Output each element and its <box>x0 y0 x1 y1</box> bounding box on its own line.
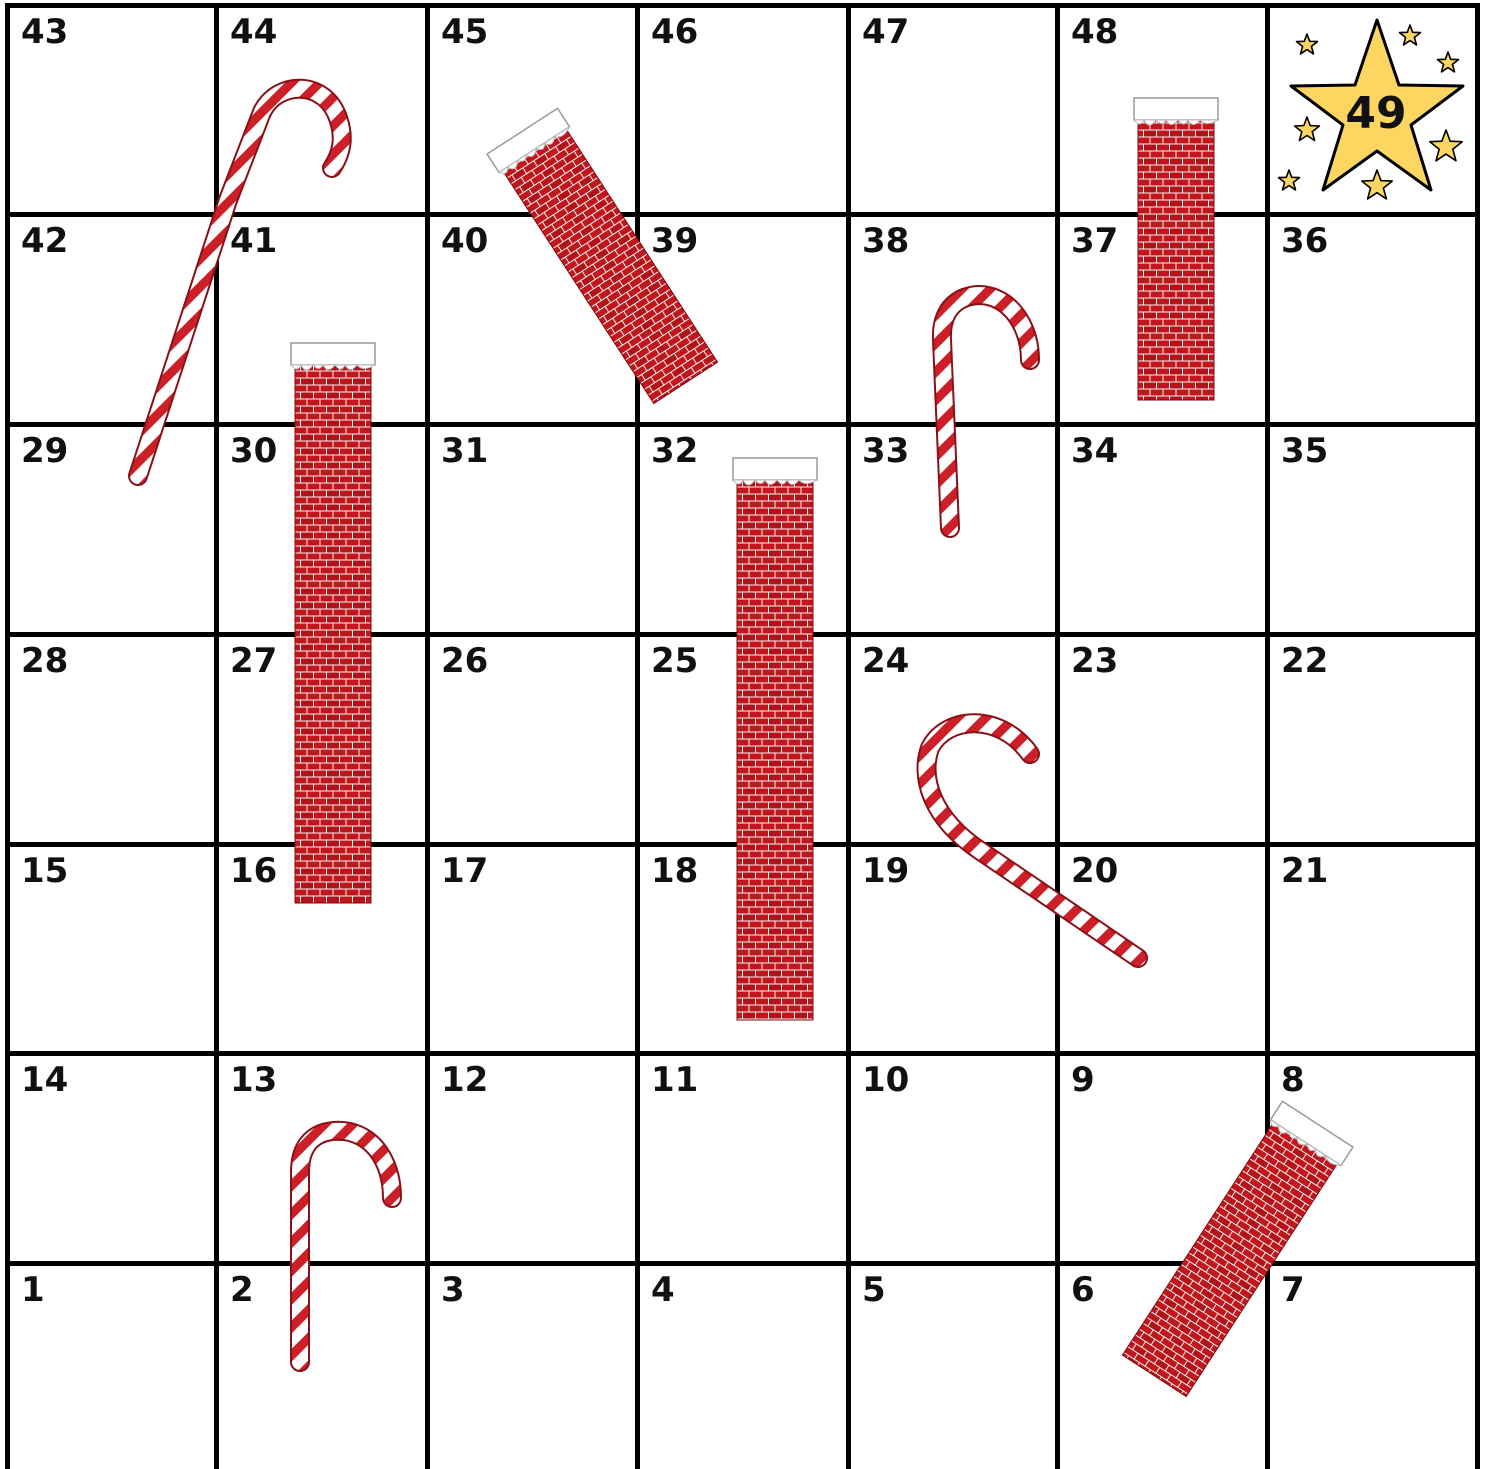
board-square-29: 29 <box>7 424 216 634</box>
square-number: 31 <box>441 434 488 468</box>
square-number: 15 <box>21 854 68 888</box>
chimney-brick-body <box>737 478 813 1020</box>
square-number: 34 <box>1071 434 1118 468</box>
square-number: 4 <box>651 1273 675 1307</box>
grid-line-vertical <box>635 3 640 1469</box>
square-number: 40 <box>441 224 488 258</box>
square-number: 32 <box>651 434 698 468</box>
board-square-44: 44 <box>216 5 427 214</box>
board-square-11: 11 <box>637 1053 848 1263</box>
square-number: 23 <box>1071 644 1118 678</box>
board-square-28: 28 <box>7 634 216 844</box>
square-number: 36 <box>1281 224 1328 258</box>
board-square-13: 13 <box>216 1053 427 1263</box>
square-number: 29 <box>21 434 68 468</box>
square-number: 35 <box>1281 434 1328 468</box>
square-number: 7 <box>1281 1273 1305 1307</box>
square-number: 21 <box>1281 854 1328 888</box>
board-square-47: 47 <box>848 5 1057 214</box>
chimney-snow-cap <box>1134 98 1218 120</box>
board-square-15: 15 <box>7 844 216 1053</box>
square-number: 26 <box>441 644 488 678</box>
square-number: 12 <box>441 1063 488 1097</box>
chimney-brick-body <box>1138 118 1214 400</box>
board-square-4: 4 <box>637 1263 848 1469</box>
grid-line-horizontal <box>5 1051 1480 1056</box>
grid-line-vertical <box>1475 3 1480 1469</box>
board-square-36: 36 <box>1267 214 1477 424</box>
square-number: 41 <box>230 224 277 258</box>
square-number: 13 <box>230 1063 277 1097</box>
board-square-17: 17 <box>427 844 637 1053</box>
board-square-3: 3 <box>427 1263 637 1469</box>
square-number: 28 <box>21 644 68 678</box>
square-number: 27 <box>230 644 277 678</box>
board-square-2: 2 <box>216 1263 427 1469</box>
square-number: 39 <box>651 224 698 258</box>
square-number: 10 <box>862 1063 909 1097</box>
square-number: 18 <box>651 854 698 888</box>
square-number: 19 <box>862 854 909 888</box>
board-square-1: 1 <box>7 1263 216 1469</box>
square-number: 5 <box>862 1273 886 1307</box>
board-square-34: 34 <box>1057 424 1267 634</box>
chimney-snow-cap <box>733 458 817 480</box>
board-square-49 <box>1267 5 1477 214</box>
square-number: 25 <box>651 644 698 678</box>
square-number: 3 <box>441 1273 465 1307</box>
grid-line-vertical <box>1055 3 1060 1469</box>
square-number: 44 <box>230 15 277 49</box>
board-square-46: 46 <box>637 5 848 214</box>
square-number: 38 <box>862 224 909 258</box>
board-square-43: 43 <box>7 5 216 214</box>
board-square-35: 35 <box>1267 424 1477 634</box>
board-square-23: 23 <box>1057 634 1267 844</box>
square-number: 22 <box>1281 644 1328 678</box>
square-number: 11 <box>651 1063 698 1097</box>
square-number: 43 <box>21 15 68 49</box>
square-number: 30 <box>230 434 277 468</box>
square-number: 20 <box>1071 854 1118 888</box>
board-square-20: 20 <box>1057 844 1267 1053</box>
board-square-26: 26 <box>427 634 637 844</box>
square-number: 6 <box>1071 1273 1095 1307</box>
chimney-brick-body <box>295 363 371 903</box>
square-number: 16 <box>230 854 277 888</box>
chimney-30-to-16 <box>291 343 375 903</box>
square-number: 48 <box>1071 15 1118 49</box>
square-number: 24 <box>862 644 909 678</box>
grid-line-vertical <box>425 3 430 1469</box>
square-number: 45 <box>441 15 488 49</box>
square-number: 9 <box>1071 1063 1095 1097</box>
square-number: 46 <box>651 15 698 49</box>
square-number: 37 <box>1071 224 1118 258</box>
board-square-22: 22 <box>1267 634 1477 844</box>
grid-line-horizontal <box>5 3 1480 8</box>
grid-line-vertical <box>846 3 851 1469</box>
grid-line-horizontal <box>5 422 1480 427</box>
chimney-snow-cap <box>291 343 375 365</box>
board-square-10: 10 <box>848 1053 1057 1263</box>
square-number: 42 <box>21 224 68 258</box>
square-number: 14 <box>21 1063 68 1097</box>
chimney-48-to-37 <box>1134 98 1218 400</box>
chimney-32-to-18 <box>733 458 817 1020</box>
square-number: 2 <box>230 1273 254 1307</box>
board-square-5: 5 <box>848 1263 1057 1469</box>
board-square-7: 7 <box>1267 1263 1477 1469</box>
square-number: 8 <box>1281 1063 1305 1097</box>
square-number: 17 <box>441 854 488 888</box>
board-square-12: 12 <box>427 1053 637 1263</box>
grid-line-vertical <box>5 3 10 1469</box>
square-number: 1 <box>21 1273 45 1307</box>
square-number: 47 <box>862 15 909 49</box>
square-number: 33 <box>862 434 909 468</box>
board-square-21: 21 <box>1267 844 1477 1053</box>
board-square-31: 31 <box>427 424 637 634</box>
board-square-14: 14 <box>7 1053 216 1263</box>
